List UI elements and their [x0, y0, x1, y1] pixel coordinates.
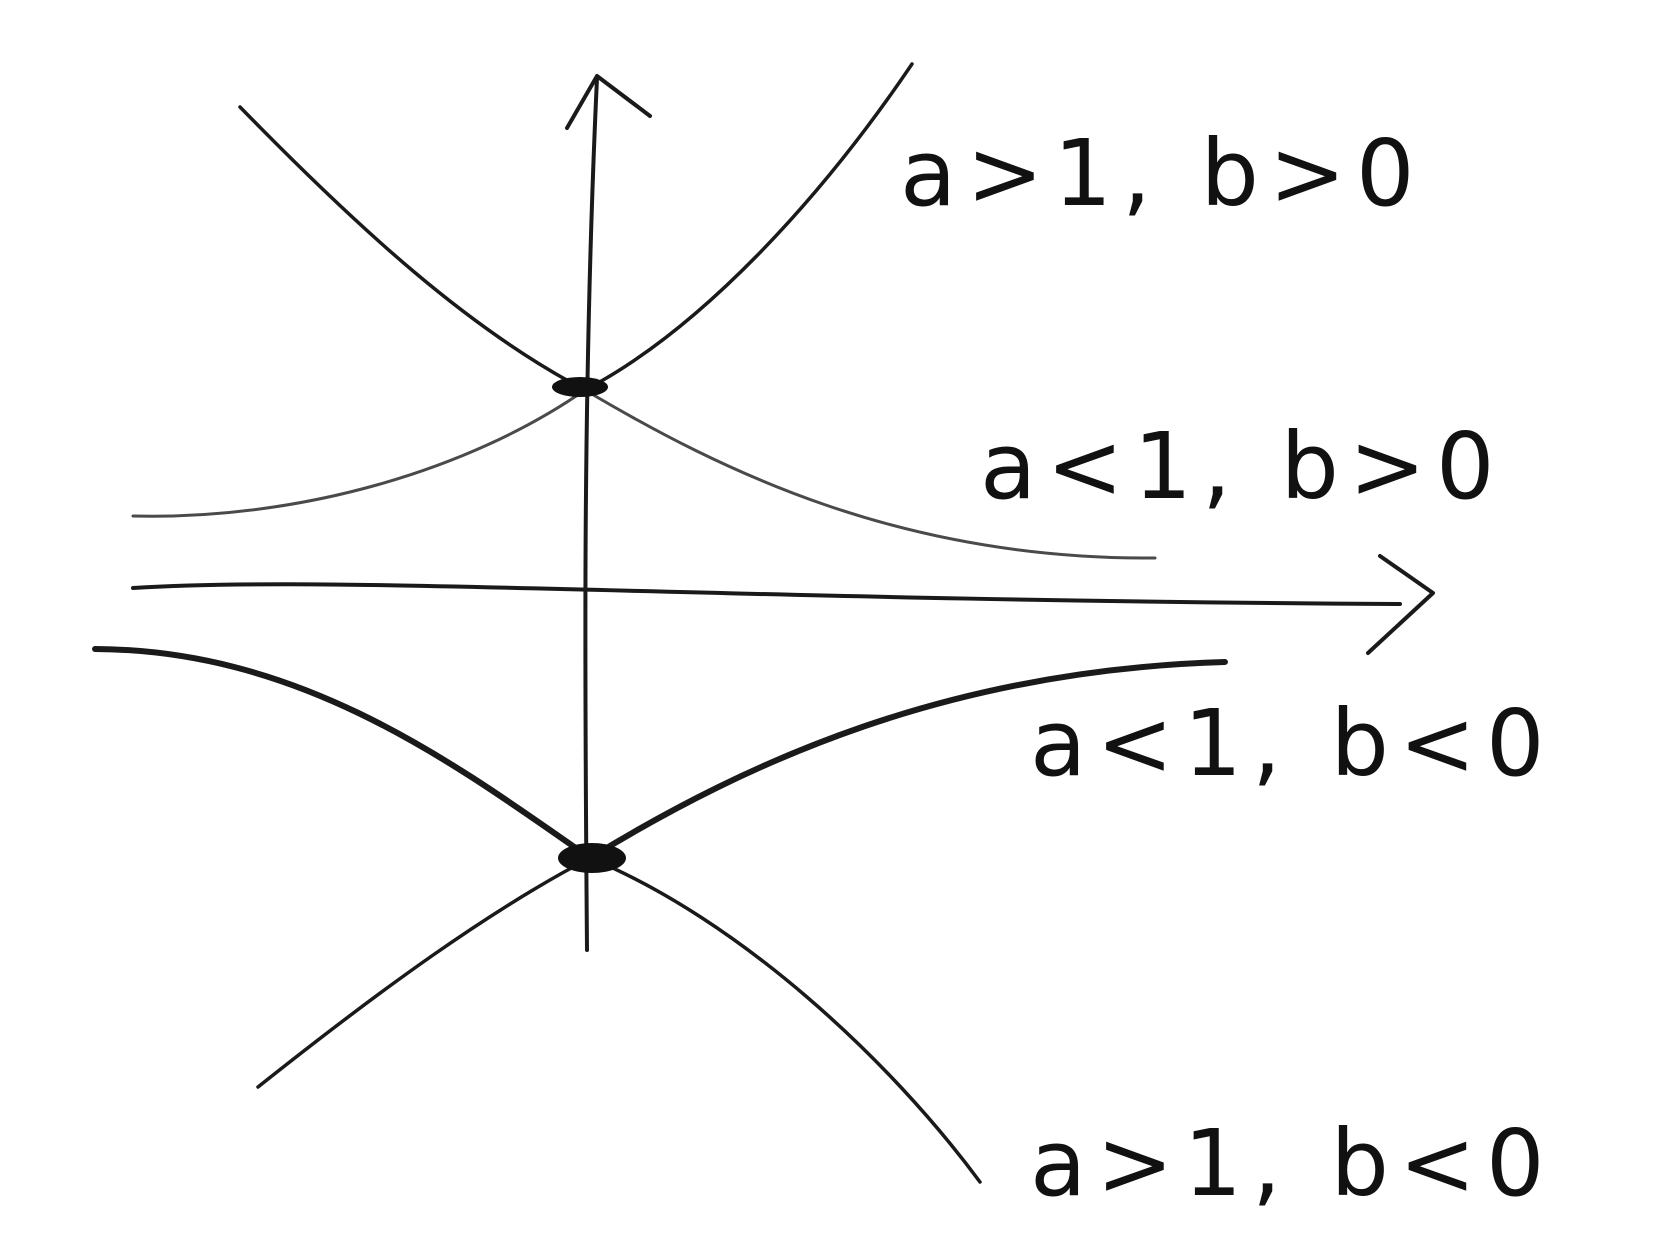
label-a-lt-1-b-gt-0: a<1, b>0	[980, 413, 1505, 520]
label-a-gt-1-b-lt-0: a>1, b<0	[1030, 1110, 1555, 1217]
x-axis	[131, 582, 1402, 606]
curve-a-gt-1-b-lt-0	[256, 856, 982, 1184]
y-axis-arrowhead	[565, 74, 652, 130]
lower-intersection-point	[558, 843, 626, 873]
label-a-lt-1-b-lt-0: a<1, b<0	[1030, 690, 1555, 797]
x-axis-arrowhead	[1366, 554, 1435, 655]
y-axis	[583, 76, 599, 952]
label-a-gt-1-b-gt-0: a>1, b>0	[900, 120, 1425, 227]
upper-intersection-point	[552, 377, 608, 397]
